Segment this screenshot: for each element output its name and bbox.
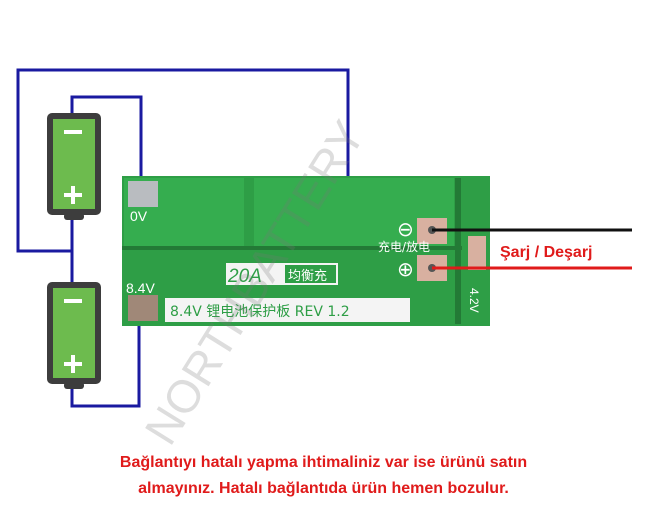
warning-line-1: Bağlantıyı hatalı yapma ihtimaliniz var … <box>119 454 528 471</box>
protection-board: 0V 8.4V 20A 均衡充 8.4V 锂电池保护板 REV 1.2 充电/放… <box>122 176 490 326</box>
blue-wire-outer <box>16 68 350 253</box>
blue-wire-0v <box>70 95 143 190</box>
balance-label: 均衡充 <box>288 268 327 284</box>
battery-1 <box>47 113 101 220</box>
label-0v: 0V <box>130 208 148 224</box>
label-84v: 8.4V <box>126 280 155 296</box>
label-42v: 4.2V <box>467 288 481 313</box>
blue-wire-84v <box>70 305 141 408</box>
pad-42v <box>468 236 486 270</box>
warning-line-2: almayınız. Hatalı bağlantıda ürün hemen … <box>138 480 509 497</box>
minus-icon <box>64 130 82 134</box>
minus-symbol: ⊖ <box>397 217 414 241</box>
plus-symbol: ⊕ <box>397 257 414 281</box>
rating-label: 20A <box>227 266 262 287</box>
pad-84v <box>128 295 158 321</box>
board-title: 8.4V 锂电池保护板 REV 1.2 <box>170 304 350 320</box>
battery-2 <box>47 282 101 389</box>
output-label: Şarj / Deşarj <box>500 244 593 261</box>
minus-icon <box>64 299 82 303</box>
pad-0v <box>128 181 158 207</box>
charge-label: 充电/放电 <box>378 239 430 254</box>
